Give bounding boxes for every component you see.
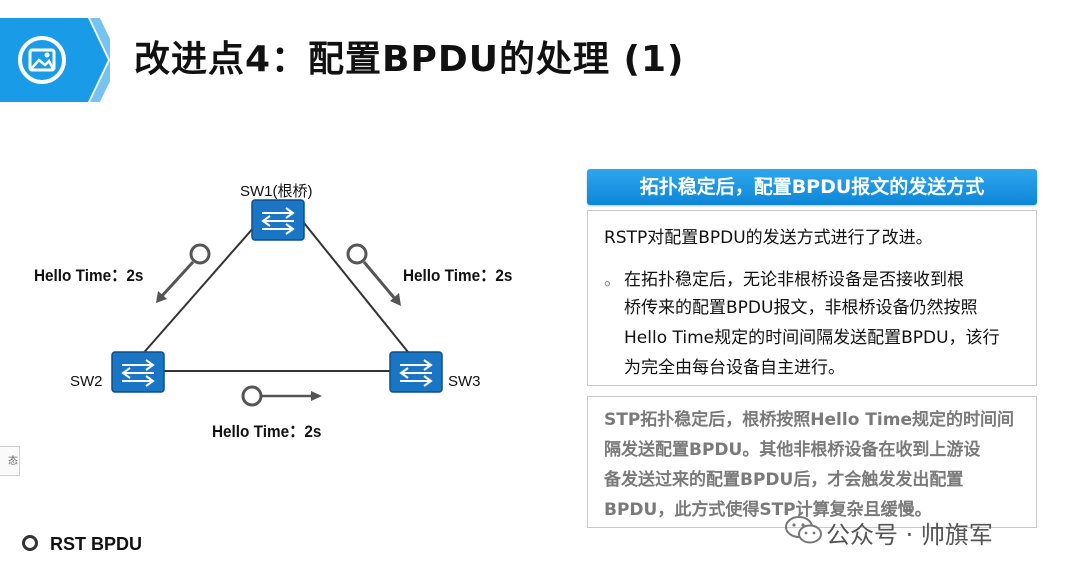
bullet-mark: 。 (604, 270, 621, 290)
hello-time-label-bottom: Hello Time：2s (212, 422, 322, 441)
rstp-detail-line-4: 为完全由每台设备自主进行。 (624, 358, 845, 378)
rst-bpdu-legend-label: RST BPDU (50, 534, 143, 554)
page-title: 改进点4：配置BPDU的处理 (1) (134, 39, 685, 80)
stp-panel: STP拓扑稳定后，根桥按照Hello Time规定的时间间 隔发送配置BPDU。… (587, 396, 1037, 528)
link-sw1-sw3 (299, 217, 413, 358)
topology-diagram (111, 199, 443, 407)
switch-sw1-icon (251, 199, 305, 241)
rstp-panel-header: 拓扑稳定后，配置BPDU报文的发送方式 (587, 169, 1037, 205)
link-sw1-sw2 (139, 217, 263, 358)
switch-sw3-icon (389, 351, 443, 393)
rst-bpdu-legend-icon (22, 535, 38, 551)
stp-line-3: 备发送过来的配置BPDU后，才会触发发出配置 (604, 470, 964, 490)
sw3-label: SW3 (448, 373, 481, 390)
sw1-label: SW1(根桥) (240, 183, 313, 200)
hello-time-label-left: Hello Time：2s (34, 266, 144, 285)
stp-line-1: STP拓扑稳定后，根桥按照Hello Time规定的时间间 (604, 410, 1014, 430)
stp-line-2: 隔发送配置BPDU。其他非根桥设备在收到上游设 (604, 440, 981, 460)
sw2-label: SW2 (70, 373, 103, 390)
rstp-detail-line-2: 桥传来的配置BPDU报文，非根桥设备仍然按照 (624, 298, 978, 318)
rstp-detail-line-1: 在拓扑稳定后，无论非根桥设备是否接收到根 (624, 270, 964, 290)
rstp-intro-line: RSTP对配置BPDU的发送方式进行了改进。 (604, 228, 933, 248)
image-icon (18, 36, 66, 84)
stp-line-4: BPDU，此方式使得STP计算复杂且缓慢。 (604, 500, 932, 520)
bpdu-arrow-sw1-to-sw2 (156, 243, 211, 303)
switch-sw2-icon (111, 351, 165, 393)
clipped-side-box: 态 (0, 446, 20, 476)
wechat-icon (785, 516, 822, 544)
hello-time-label-right: Hello Time：2s (403, 266, 513, 285)
rstp-detail-line-3: Hello Time规定的时间间隔发送配置BPDU，该行 (624, 328, 1000, 348)
bpdu-arrow-sw1-to-sw3 (346, 243, 401, 306)
rstp-panel: RSTP对配置BPDU的发送方式进行了改进。 。 在拓扑稳定后，无论非根桥设备是… (587, 210, 1037, 386)
bpdu-arrow-sw2-to-sw3 (241, 385, 322, 407)
title-badge (0, 18, 110, 102)
watermark-text: 公众号 · 帅旗军 (826, 521, 993, 549)
